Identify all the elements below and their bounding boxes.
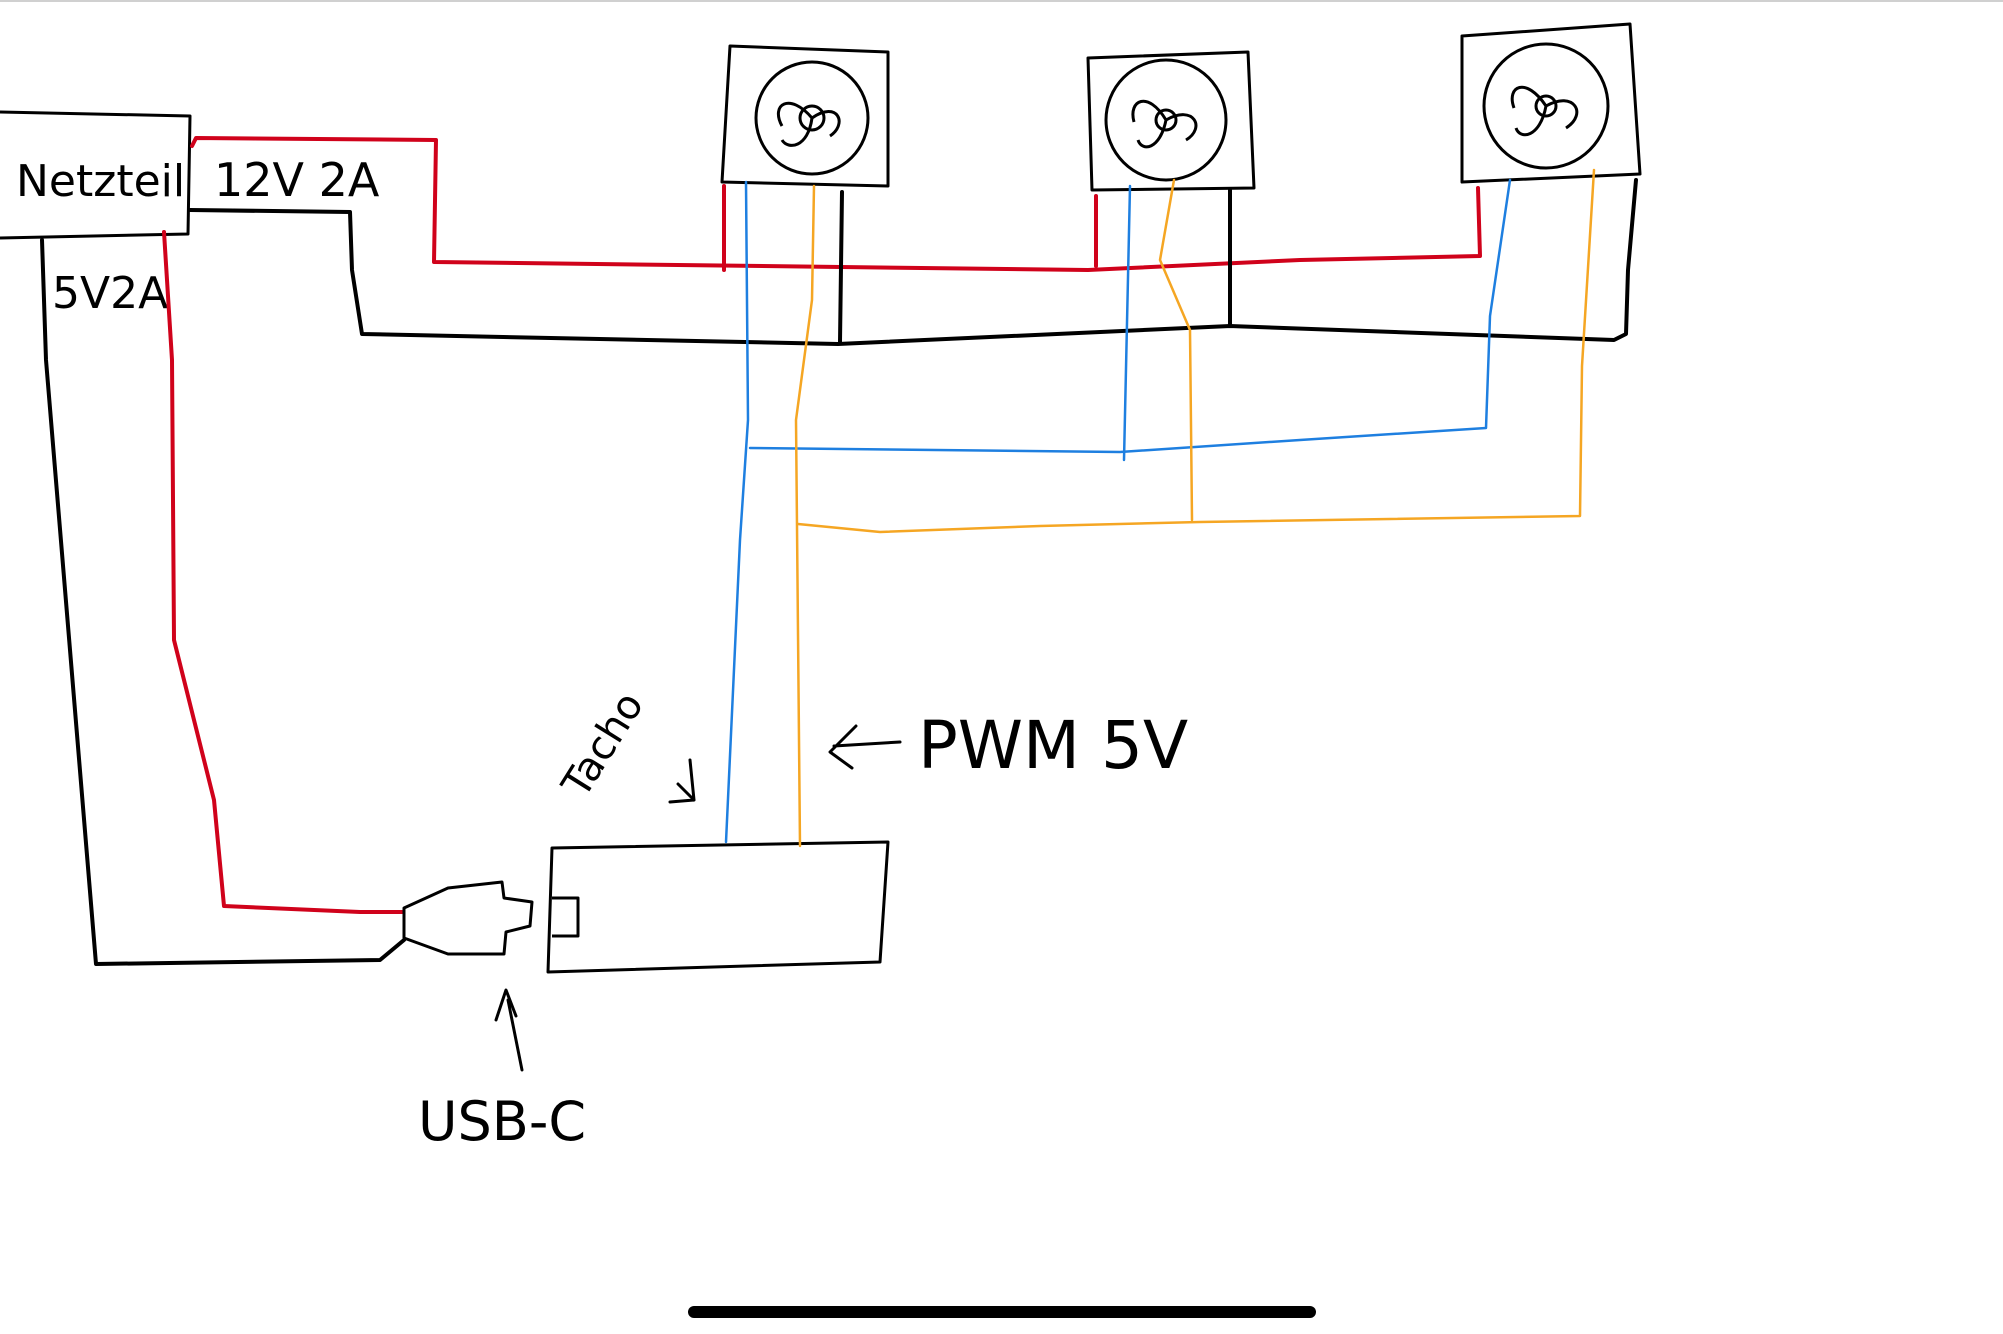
fan-3-icon xyxy=(1482,42,1610,170)
pwm-annotation: PWM 5V xyxy=(828,707,1188,784)
power-supply-label: Netzteil xyxy=(16,156,185,207)
wire-pwm-bus xyxy=(796,168,1596,534)
fan-1 xyxy=(720,44,890,188)
rail-5v-label: 5V2A xyxy=(52,268,168,319)
usb-c-label: USB-C xyxy=(418,1090,586,1153)
pwm-label: PWM 5V xyxy=(918,707,1188,784)
wire-fan2-tacho xyxy=(1122,184,1132,462)
fan-2-icon xyxy=(1104,58,1228,182)
rail-12v-label: 12V 2A xyxy=(214,153,380,207)
wire-fan1-ground xyxy=(838,190,844,344)
tacho-label: Tacho xyxy=(553,684,653,806)
wire-fan2-pwm xyxy=(1158,178,1194,522)
usb-c-plug xyxy=(402,880,534,956)
wire-12v-plus xyxy=(190,136,1482,272)
power-supply: Netzteil xyxy=(0,110,192,240)
wire-pwm-main xyxy=(794,184,816,848)
tacho-arrow xyxy=(668,758,696,804)
fan-2 xyxy=(1086,50,1256,192)
wire-12v-ground xyxy=(188,178,1638,346)
pwm-arrow xyxy=(828,724,902,770)
wire-tacho-main xyxy=(724,180,750,844)
home-indicator[interactable] xyxy=(688,1306,1316,1318)
wire-5v-ground xyxy=(40,238,406,966)
top-divider xyxy=(0,0,2003,2)
wire-5v-plus xyxy=(162,230,404,914)
usb-c-annotation: USB-C xyxy=(418,988,586,1153)
fan-1-icon xyxy=(754,60,870,176)
fan-3 xyxy=(1460,22,1642,184)
controller-board xyxy=(546,840,890,974)
wire-tacho-bus xyxy=(748,178,1512,454)
tacho-annotation: Tacho xyxy=(553,684,696,806)
usb-c-arrow xyxy=(494,988,524,1072)
